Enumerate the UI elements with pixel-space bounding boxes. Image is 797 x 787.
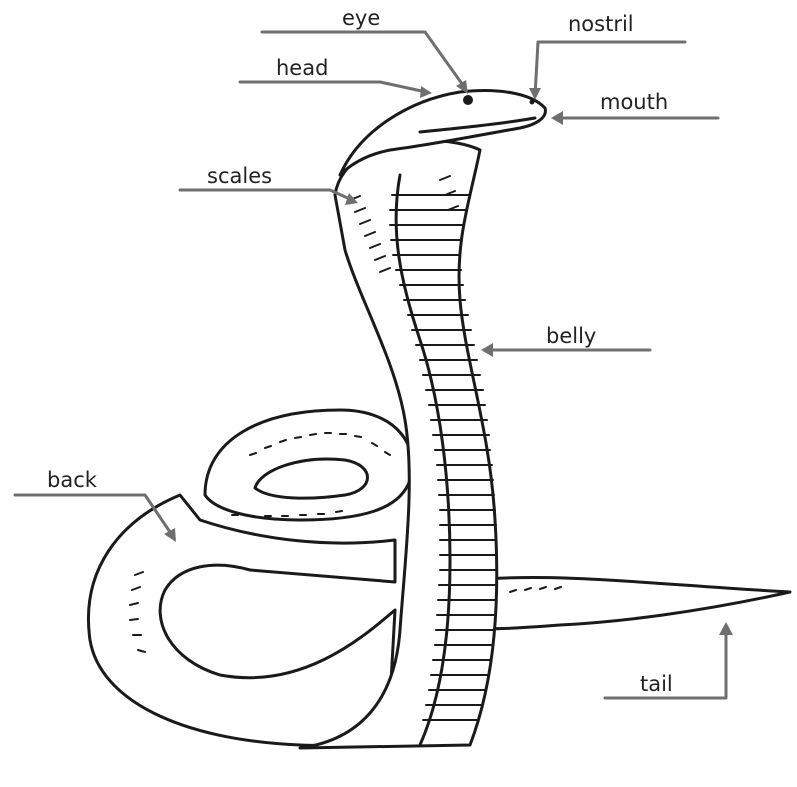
snake-upper-loop (205, 410, 412, 520)
label-tail: tail (640, 674, 673, 695)
label-back: back (47, 470, 97, 491)
label-scales: scales (207, 166, 272, 187)
label-nostril: nostril (568, 14, 634, 35)
label-head: head (276, 58, 328, 79)
label-eye: eye (342, 8, 380, 29)
leader-head (240, 82, 432, 98)
label-belly: belly (546, 326, 596, 347)
snake-tail (470, 577, 790, 628)
label-mouth: mouth (600, 92, 668, 113)
eye-mark (463, 95, 473, 105)
leader-scales (180, 190, 358, 205)
nostril-mark (530, 100, 535, 105)
snake-coil (88, 495, 395, 745)
